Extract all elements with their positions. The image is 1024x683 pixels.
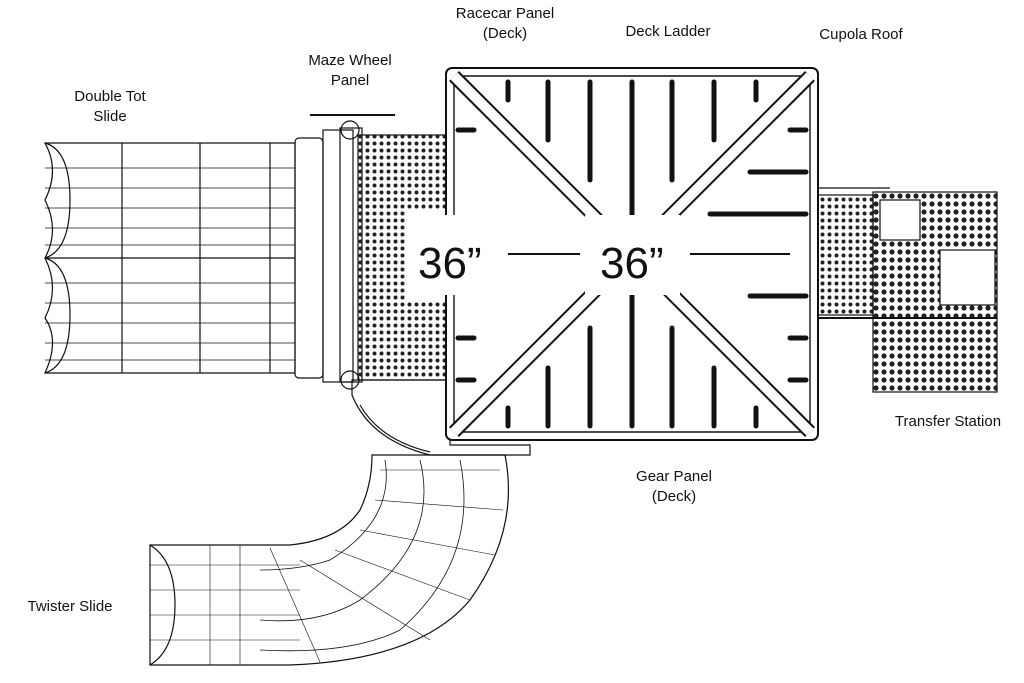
slide-hood [351,379,531,456]
racecar-panel-label: Racecar Panel (Deck) [440,4,570,44]
gear-panel-label: Gear Panel (Deck) [614,467,734,507]
twister-slide [149,454,510,666]
maze-wheel-panel-label: Maze Wheel Panel [290,51,410,91]
gear-panel-label-line1: Gear Panel [636,468,712,485]
transfer-station-label: Transfer Station [894,413,1002,430]
deck-ladder-label: Deck Ladder [625,23,711,40]
cupola-roof-label: Cupola Roof [819,26,903,43]
maze-wheel-panel-label-line2: Panel [330,72,370,89]
double-tot-slide [43,129,354,383]
double-tot-slide-label: Double Tot Slide [55,87,165,127]
twister-slide-label: Twister Slide [27,598,113,615]
left-height-dimension: 36” [418,239,482,288]
deck-height-dimension: 36” [600,239,664,288]
double-tot-slide-label-line1: Double Tot [74,88,146,105]
gear-panel-label-line2: (Deck) [651,488,697,505]
racecar-panel-label-line1: Racecar Panel [455,5,555,22]
transfer-station [817,187,998,393]
racecar-panel-label-line2: (Deck) [482,25,528,42]
double-tot-slide-label-line2: Slide [93,108,127,125]
maze-wheel-panel-label-line1: Maze Wheel [308,52,392,69]
